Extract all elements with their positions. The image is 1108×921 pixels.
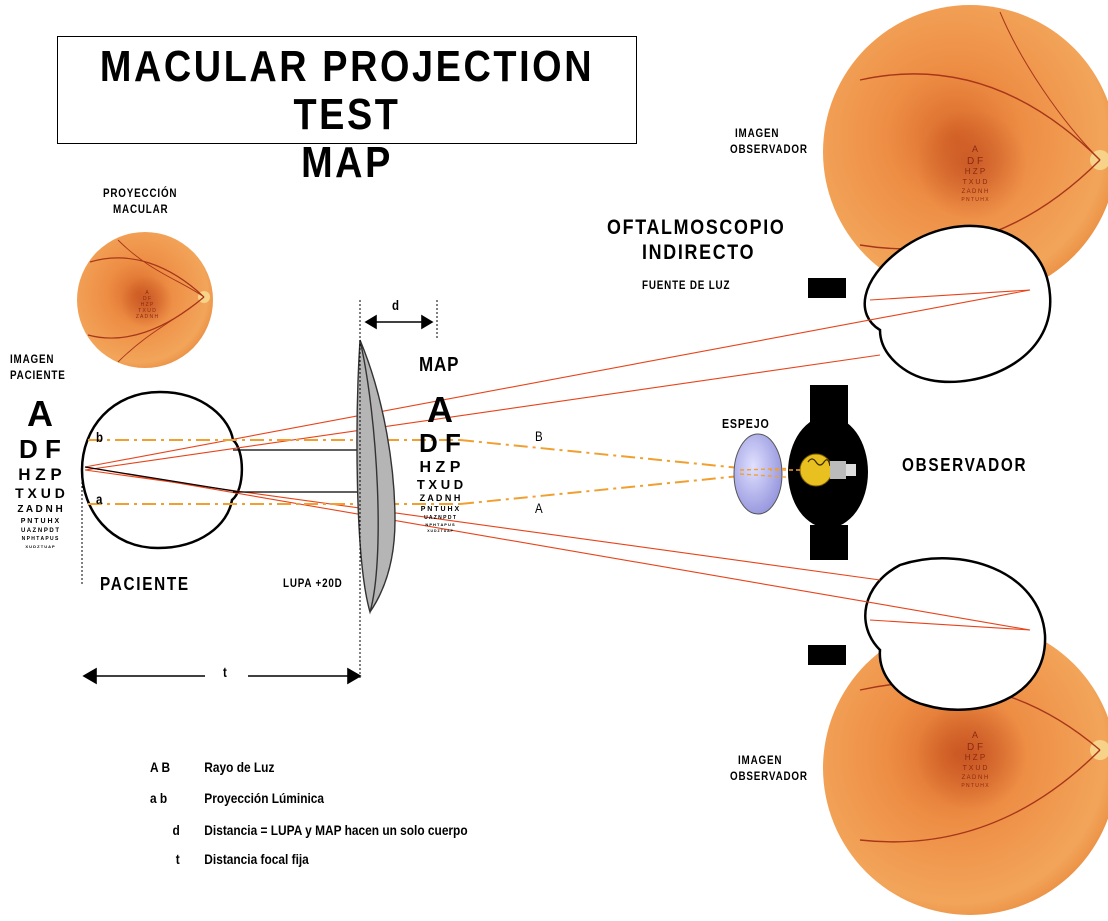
svg-text:H Z P: H Z P [965, 753, 985, 762]
label-lupa: LUPA +20D [283, 576, 343, 591]
svg-text:Z A D N H: Z A D N H [962, 775, 989, 781]
chart-row: N P H T A P U S [425, 522, 455, 527]
label-imagen-observador-top-2: OBSERVADOR [730, 142, 808, 157]
distance-d-arrow [366, 316, 432, 328]
label-imagen-observador-bottom-2: OBSERVADOR [730, 769, 808, 784]
label-imagen-paciente-2: PACIENTE [10, 368, 66, 383]
title-line-1: MACULAR PROJECTION TEST [98, 43, 595, 139]
svg-text:T X U D: T X U D [963, 765, 988, 772]
chart-row: N P H T A P U S [22, 536, 59, 542]
svg-text:Z A D N H: Z A D N H [962, 189, 989, 195]
light-source-block-bottom [808, 645, 846, 665]
chart-row: Z A D N H [17, 504, 62, 515]
legend-key: t [150, 851, 180, 867]
chart-row: X U D Z T U A P [427, 529, 453, 533]
label-d: d [392, 298, 400, 313]
label-ray-a: A [535, 501, 543, 516]
label-paciente: PACIENTE [100, 574, 190, 595]
legend-row: a b Proyección Lúminica [150, 790, 324, 806]
chart-row: A [427, 389, 453, 430]
lens-lupa [357, 340, 395, 612]
label-fuente-de-luz: FUENTE DE LUZ [642, 278, 730, 293]
label-observador: OBSERVADOR [902, 455, 1027, 476]
legend-key: A B [150, 759, 201, 775]
svg-text:D F: D F [967, 156, 983, 167]
chart-row: H Z P [18, 465, 61, 484]
label-imagen-paciente-1: IMAGEN [10, 352, 54, 367]
title-box: MACULAR PROJECTION TEST MAP [57, 36, 637, 144]
legend-text: Distancia = LUPA y MAP hacen un solo cue… [204, 822, 467, 838]
chart-row: U A Z N P D T [21, 528, 59, 534]
svg-text:P N T U H X: P N T U H X [961, 197, 989, 203]
chart-row: A [27, 393, 53, 434]
label-proj-b: b [96, 430, 104, 445]
chart-row: U A Z N P D T [424, 515, 456, 521]
label-macular: MACULAR [113, 202, 168, 217]
legend-row: t Distancia focal fija [150, 851, 309, 867]
ophthalmoscope-head [770, 385, 868, 560]
svg-text:Z A D N H: Z A D N H [136, 314, 159, 320]
chart-row: P N T U H X [421, 506, 460, 513]
svg-text:P N T U H X: P N T U H X [961, 783, 989, 789]
chart-row: P N T U H X [21, 518, 60, 525]
label-proj-a: a [96, 492, 103, 507]
legend-text: Distancia focal fija [204, 851, 308, 867]
title-line-2: MAP [98, 139, 595, 187]
distance-t-arrow [84, 669, 360, 683]
svg-text:H Z P: H Z P [965, 167, 985, 176]
chart-row: H Z P [420, 459, 461, 476]
label-proyeccion: PROYECCIÓN [103, 186, 177, 201]
label-imagen-observador-top-1: IMAGEN [735, 126, 779, 141]
chart-row: T X U D [417, 477, 463, 492]
label-espejo: ESPEJO [722, 416, 770, 431]
chart-row: T X U D [15, 485, 65, 501]
eye-chart-patient: A D F H Z P T X U D Z A D N H P N T U H … [15, 393, 65, 549]
legend-text: Rayo de Luz [204, 759, 274, 775]
label-ray-b: B [535, 429, 543, 444]
chart-row: D F [419, 428, 461, 458]
legend-text: Proyección Lúminica [204, 790, 324, 806]
chart-row: D F [19, 434, 61, 464]
legend-key: a b [150, 790, 201, 806]
legend-key: d [150, 822, 180, 838]
chart-row: Z A D N H [420, 493, 461, 503]
label-map: MAP [419, 354, 459, 377]
light-source-block-top [808, 278, 846, 298]
label-imagen-observador-bottom-1: IMAGEN [738, 753, 782, 768]
legend-row: A B Rayo de Luz [150, 759, 274, 775]
eye-chart-map: A D F H Z P T X U D Z A D N H P N T U H … [417, 389, 463, 533]
label-t: t [223, 665, 228, 680]
svg-text:T X U D: T X U D [963, 179, 988, 186]
legend-row: d Distancia = LUPA y MAP hacen un solo c… [150, 822, 468, 838]
svg-text:D F: D F [967, 742, 983, 753]
svg-text:A: A [972, 730, 978, 740]
label-indirecto: INDIRECTO [642, 241, 755, 265]
chart-row: X U D Z T U A P [25, 544, 55, 549]
svg-text:A: A [972, 144, 978, 154]
label-oftalmoscopio: OFTALMOSCOPIO [607, 216, 785, 240]
